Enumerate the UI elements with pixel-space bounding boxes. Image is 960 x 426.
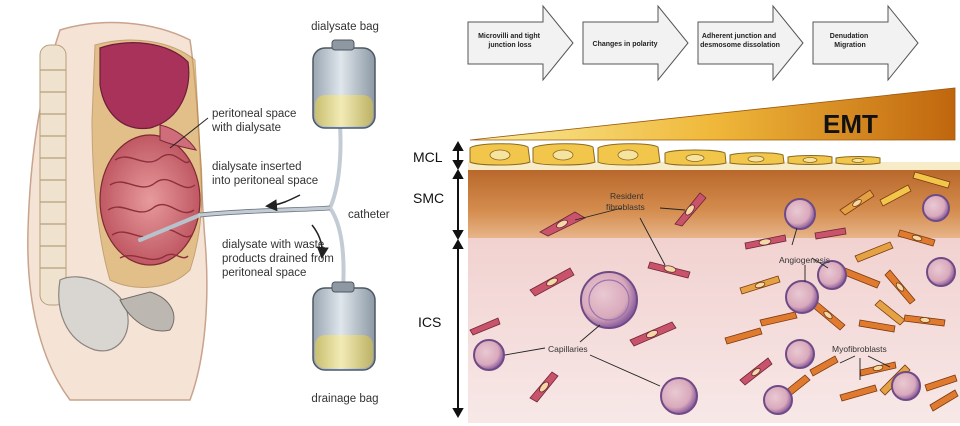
- ics-layer: [468, 238, 960, 423]
- inflow-arrow: [265, 194, 301, 212]
- svg-text:Denudation Migration: Denudation Migration: [830, 33, 870, 49]
- capillaries: [473, 194, 956, 415]
- angiogenesis-label: Angiogenesis: [779, 255, 830, 265]
- anatomy-illustration: [27, 21, 208, 401]
- dialysate-inserted-label: dialysate inserted into peritoneal space: [212, 161, 318, 187]
- catheter-label: catheter: [348, 209, 390, 221]
- peritoneal-space-label: peritoneal space with dialysate: [211, 108, 300, 134]
- intestines-illustration: [99, 124, 201, 266]
- peritoneal-pointer: [169, 117, 209, 149]
- emt-steps: Microvilli and tight junction loss Chang…: [467, 4, 919, 82]
- dialysate-bag: [312, 39, 376, 129]
- drainage-bag-label: drainage bag: [311, 393, 378, 405]
- layer-label-mcl: MCL: [413, 149, 443, 165]
- myofibroblast-cells: [724, 171, 959, 412]
- liver-illustration: [99, 42, 190, 130]
- outflow-arrow: [311, 224, 329, 259]
- emt-label: EMT: [823, 109, 878, 139]
- layer-label-ics: ICS: [418, 314, 441, 330]
- svg-text:Changes in polarity: Changes in polarity: [593, 41, 658, 48]
- layer-label-smc: SMC: [413, 190, 444, 206]
- step-arrow-4: Denudation Migration: [812, 4, 919, 82]
- step-arrow-2: Changes in polarity: [582, 4, 689, 82]
- dialysate-bag-label: dialysate bag: [311, 21, 379, 33]
- drained-label: dialysate with waste products drained fr…: [222, 239, 337, 279]
- resident-fibroblasts-label: Resident fibroblasts: [606, 191, 646, 212]
- emt-gradient-wedge: [469, 87, 956, 141]
- layer-brackets: [452, 140, 464, 419]
- mesothelial-cells: [469, 143, 881, 166]
- myofibroblasts-label: Myofibroblasts: [832, 344, 887, 354]
- spine-illustration: [39, 44, 67, 306]
- annotation-pointers: [504, 207, 891, 387]
- step-arrow-1: Microvilli and tight junction loss: [467, 4, 574, 82]
- fibroblast-cells: [469, 192, 847, 403]
- svg-text:Microvilli and tight j: Microvilli and tight junction loss: [478, 33, 542, 49]
- step-arrow-3: Adherent junction and desmosome dissolat…: [697, 4, 804, 82]
- capillaries-label: Capillaries: [548, 344, 588, 354]
- svg-text:Adherent junction and: Adherent junction and desmosome dissolat…: [700, 33, 780, 49]
- catheter-tubing: [198, 123, 346, 292]
- drainage-bag: [312, 281, 376, 371]
